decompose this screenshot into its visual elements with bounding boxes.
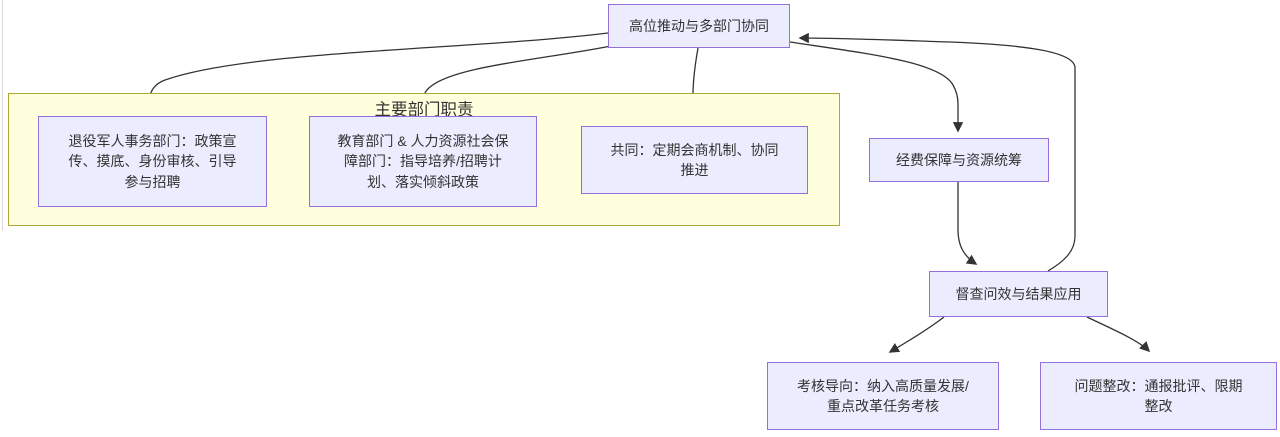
edge-leadership-to-veterans bbox=[144, 32, 609, 110]
node-label-line: 退役军人事务部门：政策宣 bbox=[68, 132, 237, 149]
node-label-line: 传、摸底、身份审核、引导 bbox=[68, 153, 237, 170]
edge-supervision-to-assessment bbox=[888, 316, 945, 353]
node-label-line: 推进 bbox=[680, 162, 709, 178]
node-rectification: 问题整改：通报批评、限期 整改 bbox=[1040, 362, 1277, 430]
edge-funding-to-supervision bbox=[957, 182, 978, 265]
node-label-line: 障部门：指导培养/招聘计 bbox=[344, 153, 502, 170]
node-funding: 经费保障与资源统筹 bbox=[869, 138, 1049, 182]
page-edge-line bbox=[2, 0, 3, 231]
node-label-line: 经费保障与资源统筹 bbox=[896, 151, 1022, 168]
node-veterans-dept: 退役军人事务部门：政策宣 传、摸底、身份审核、引导 参与招聘 bbox=[38, 116, 267, 207]
edge-leadership-to-funding bbox=[789, 41, 964, 133]
node-label-line: 考核导向：纳入高质量发展/ bbox=[797, 377, 969, 394]
node-label-line: 共同：定期会商机制、协同 bbox=[610, 141, 779, 158]
edge-supervision-to-rectification bbox=[1086, 316, 1151, 353]
edge-supervision-to-leadership bbox=[798, 32, 1076, 272]
node-label-line: 教育部门 & 人力资源社会保 bbox=[337, 132, 509, 149]
node-label-line: 重点改革任务考核 bbox=[827, 398, 939, 414]
node-assessment: 考核导向：纳入高质量发展/ 重点改革任务考核 bbox=[767, 362, 999, 430]
node-label-line: 高位推动与多部门协同 bbox=[629, 17, 769, 34]
node-label-line: 划、落实倾斜政策 bbox=[367, 173, 479, 190]
node-label-line: 督查问效与结果应用 bbox=[955, 285, 1082, 302]
node-education-hr-dept: 教育部门 & 人力资源社会保 障部门：指导培养/招聘计 划、落实倾斜政策 bbox=[309, 116, 537, 207]
node-label-line: 整改 bbox=[1144, 398, 1173, 414]
cluster-label: 主要部门职责 bbox=[374, 101, 474, 119]
node-label-line: 问题整改：通报批评、限期 bbox=[1074, 377, 1243, 394]
node-label-line: 参与招聘 bbox=[124, 173, 181, 190]
node-joint-mechanism: 共同：定期会商机制、协同 推进 bbox=[581, 126, 808, 194]
node-leadership: 高位推动与多部门协同 bbox=[608, 4, 790, 48]
node-supervision: 督查问效与结果应用 bbox=[929, 271, 1108, 317]
